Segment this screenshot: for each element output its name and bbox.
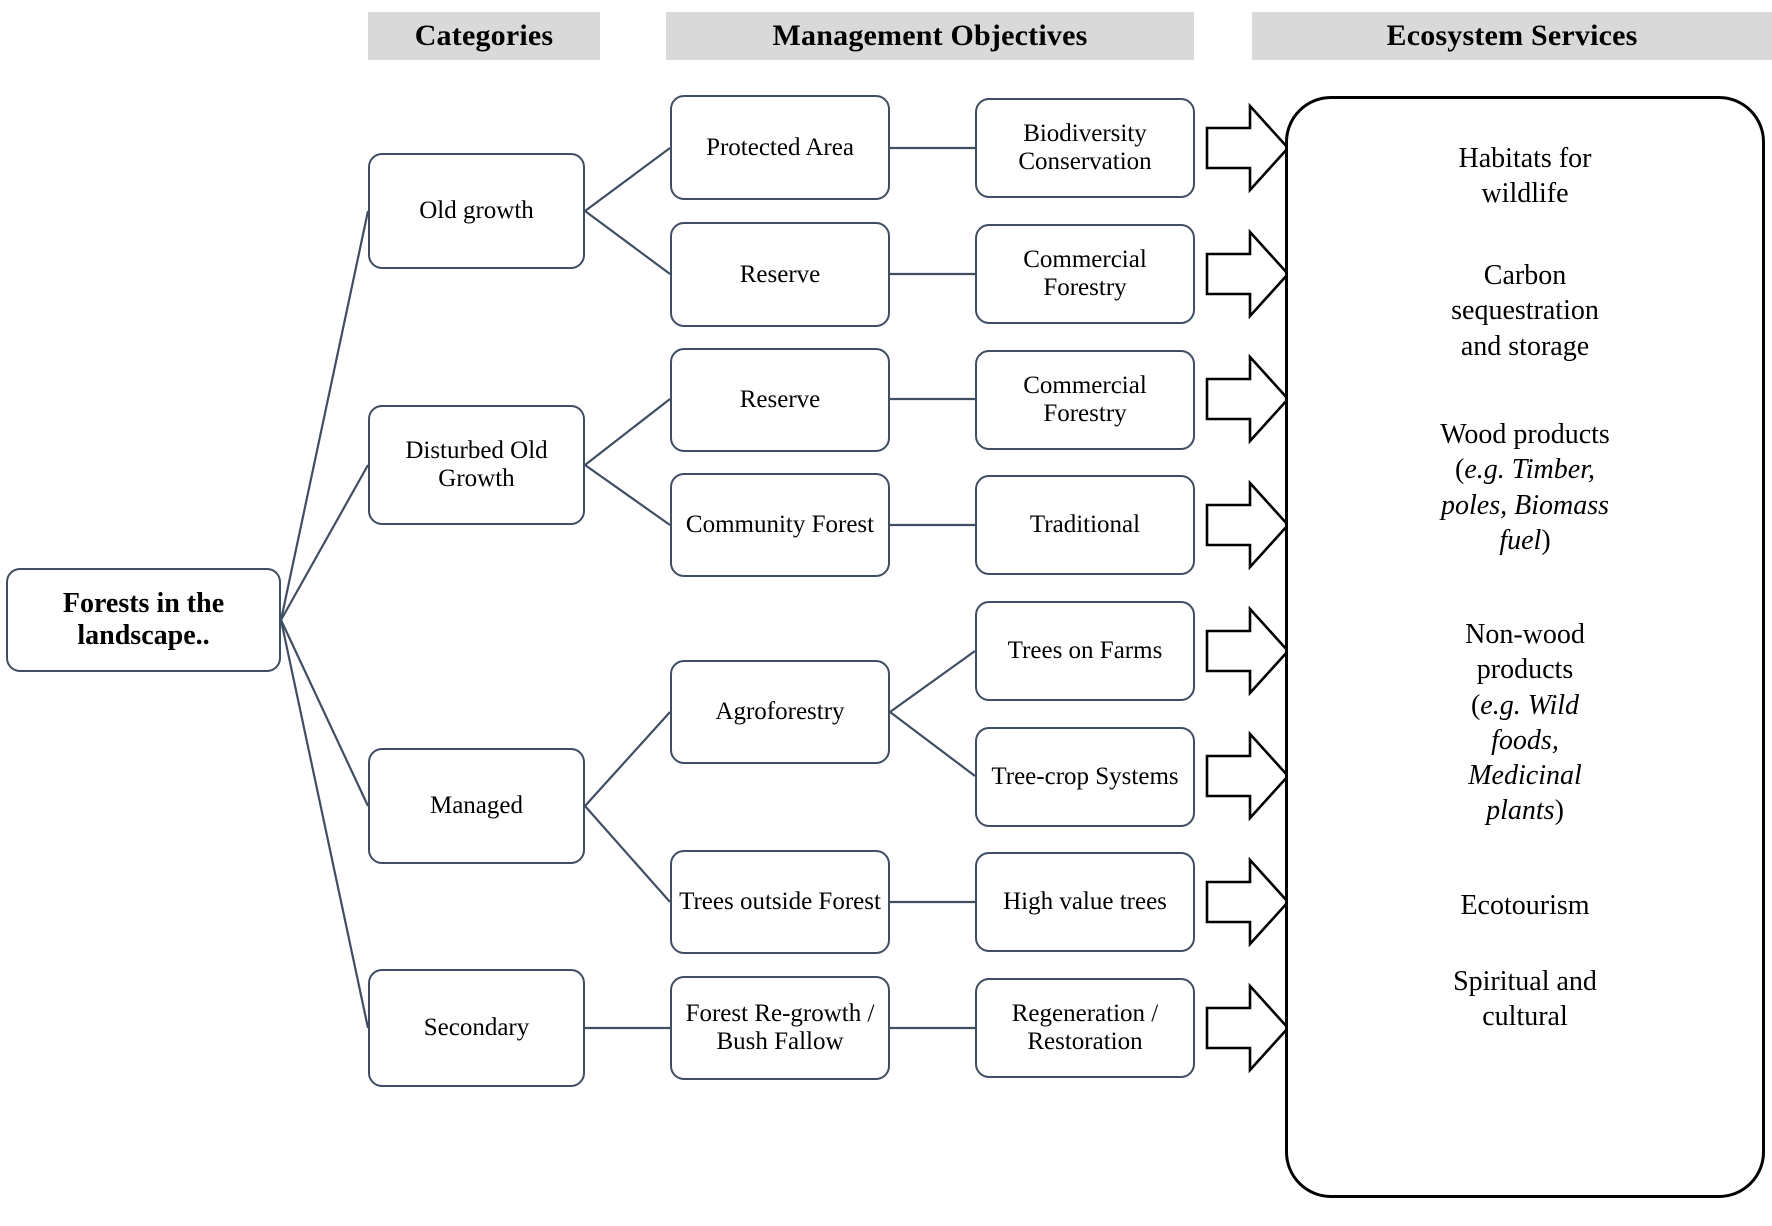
block-arrow-icon xyxy=(1205,228,1290,320)
block-arrow-icon xyxy=(1205,730,1290,822)
block-arrow-icon xyxy=(1205,856,1290,948)
block-arrow-icon xyxy=(1205,102,1290,194)
node-objective-reserve-1[interactable]: Reserve xyxy=(670,222,890,327)
node-category-old-growth[interactable]: Old growth xyxy=(368,153,585,269)
es-item-wood-products: Wood products (e.g. Timber, poles, Bioma… xyxy=(1288,417,1762,558)
node-objective-reserve-2[interactable]: Reserve xyxy=(670,348,890,452)
block-arrow-icon xyxy=(1205,982,1290,1074)
es-line: Ecotourism xyxy=(1460,890,1590,921)
es-line: foods, xyxy=(1288,723,1762,758)
es-line: (e.g. Wild xyxy=(1288,688,1762,723)
es-line: fuel) xyxy=(1288,523,1762,558)
es-line-italic: e.g. Wild xyxy=(1480,689,1580,721)
es-item-ecotourism: Ecotourism xyxy=(1288,888,1762,923)
es-line: and storage xyxy=(1460,330,1590,362)
es-item-spiritual-cultural: Spiritual and cultural xyxy=(1288,964,1762,1035)
node-objective-traditional[interactable]: Traditional xyxy=(975,475,1195,575)
node-objective-agroforestry[interactable]: Agroforestry xyxy=(670,660,890,764)
es-line: Habitats for xyxy=(1458,143,1592,174)
node-objective-forest-regrowth[interactable]: Forest Re-growth / Bush Fallow xyxy=(670,976,890,1080)
es-line: cultural xyxy=(1482,1001,1568,1033)
paren-close: ) xyxy=(1541,524,1551,556)
es-line: Wood products xyxy=(1440,419,1610,450)
column-header-management-objectives: Management Objectives xyxy=(666,12,1194,60)
es-line-italic: poles, Biomass xyxy=(1441,489,1609,521)
paren-open: ( xyxy=(1454,454,1465,486)
ecosystem-services-panel: Habitats for wildlife Carbon sequestrati… xyxy=(1285,96,1765,1198)
node-objective-biodiversity-conservation[interactable]: Biodiversity Conservation xyxy=(975,98,1195,198)
node-objective-tree-crop-systems[interactable]: Tree-crop Systems xyxy=(975,727,1195,827)
node-objective-commercial-forestry-2[interactable]: Commercial Forestry xyxy=(975,350,1195,450)
es-line-italic: fuel xyxy=(1499,524,1542,556)
node-objective-trees-outside-forest[interactable]: Trees outside Forest xyxy=(670,850,890,954)
node-objective-high-value-trees[interactable]: High value trees xyxy=(975,852,1195,952)
node-objective-trees-on-farms[interactable]: Trees on Farms xyxy=(975,601,1195,701)
node-objective-protected-area[interactable]: Protected Area xyxy=(670,95,890,200)
node-root[interactable]: Forests in the landscape.. xyxy=(6,568,281,672)
es-line: poles, Biomass xyxy=(1288,488,1762,523)
node-category-secondary[interactable]: Secondary xyxy=(368,969,585,1087)
es-line-italic: foods, xyxy=(1491,724,1559,756)
es-line: (e.g. Timber, xyxy=(1288,452,1762,487)
column-header-ecosystem-services: Ecosystem Services xyxy=(1252,12,1772,60)
es-line: Medicinal xyxy=(1288,758,1762,793)
column-header-categories: Categories xyxy=(368,12,600,60)
block-arrow-icon xyxy=(1205,605,1290,697)
es-line: Carbon xyxy=(1483,260,1567,291)
block-arrow-icon xyxy=(1205,479,1290,571)
es-line: wildlife xyxy=(1481,178,1569,210)
es-line-italic: Medicinal xyxy=(1468,760,1582,792)
es-line: Non-wood xyxy=(1465,619,1585,650)
es-item-habitats: Habitats for wildlife xyxy=(1288,141,1762,212)
es-line: plants) xyxy=(1288,793,1762,828)
es-item-carbon: Carbon sequestration and storage xyxy=(1288,258,1762,364)
es-line: Spiritual and xyxy=(1453,966,1597,997)
es-item-non-wood-products: Non-wood products (e.g. Wild foods, Medi… xyxy=(1288,617,1762,829)
node-objective-commercial-forestry-1[interactable]: Commercial Forestry xyxy=(975,224,1195,324)
es-line: sequestration xyxy=(1451,295,1599,327)
node-category-disturbed-old-growth[interactable]: Disturbed Old Growth xyxy=(368,405,585,525)
block-arrow-icon xyxy=(1205,353,1290,445)
es-line-italic: e.g. Timber, xyxy=(1464,454,1595,486)
node-category-managed[interactable]: Managed xyxy=(368,748,585,864)
es-line: products xyxy=(1476,654,1574,686)
node-objective-community-forest[interactable]: Community Forest xyxy=(670,473,890,577)
node-objective-regeneration-restoration[interactable]: Regeneration / Restoration xyxy=(975,978,1195,1078)
es-line-italic: plants xyxy=(1486,795,1555,827)
paren-open: ( xyxy=(1470,689,1481,721)
paren-close: ) xyxy=(1554,795,1564,827)
